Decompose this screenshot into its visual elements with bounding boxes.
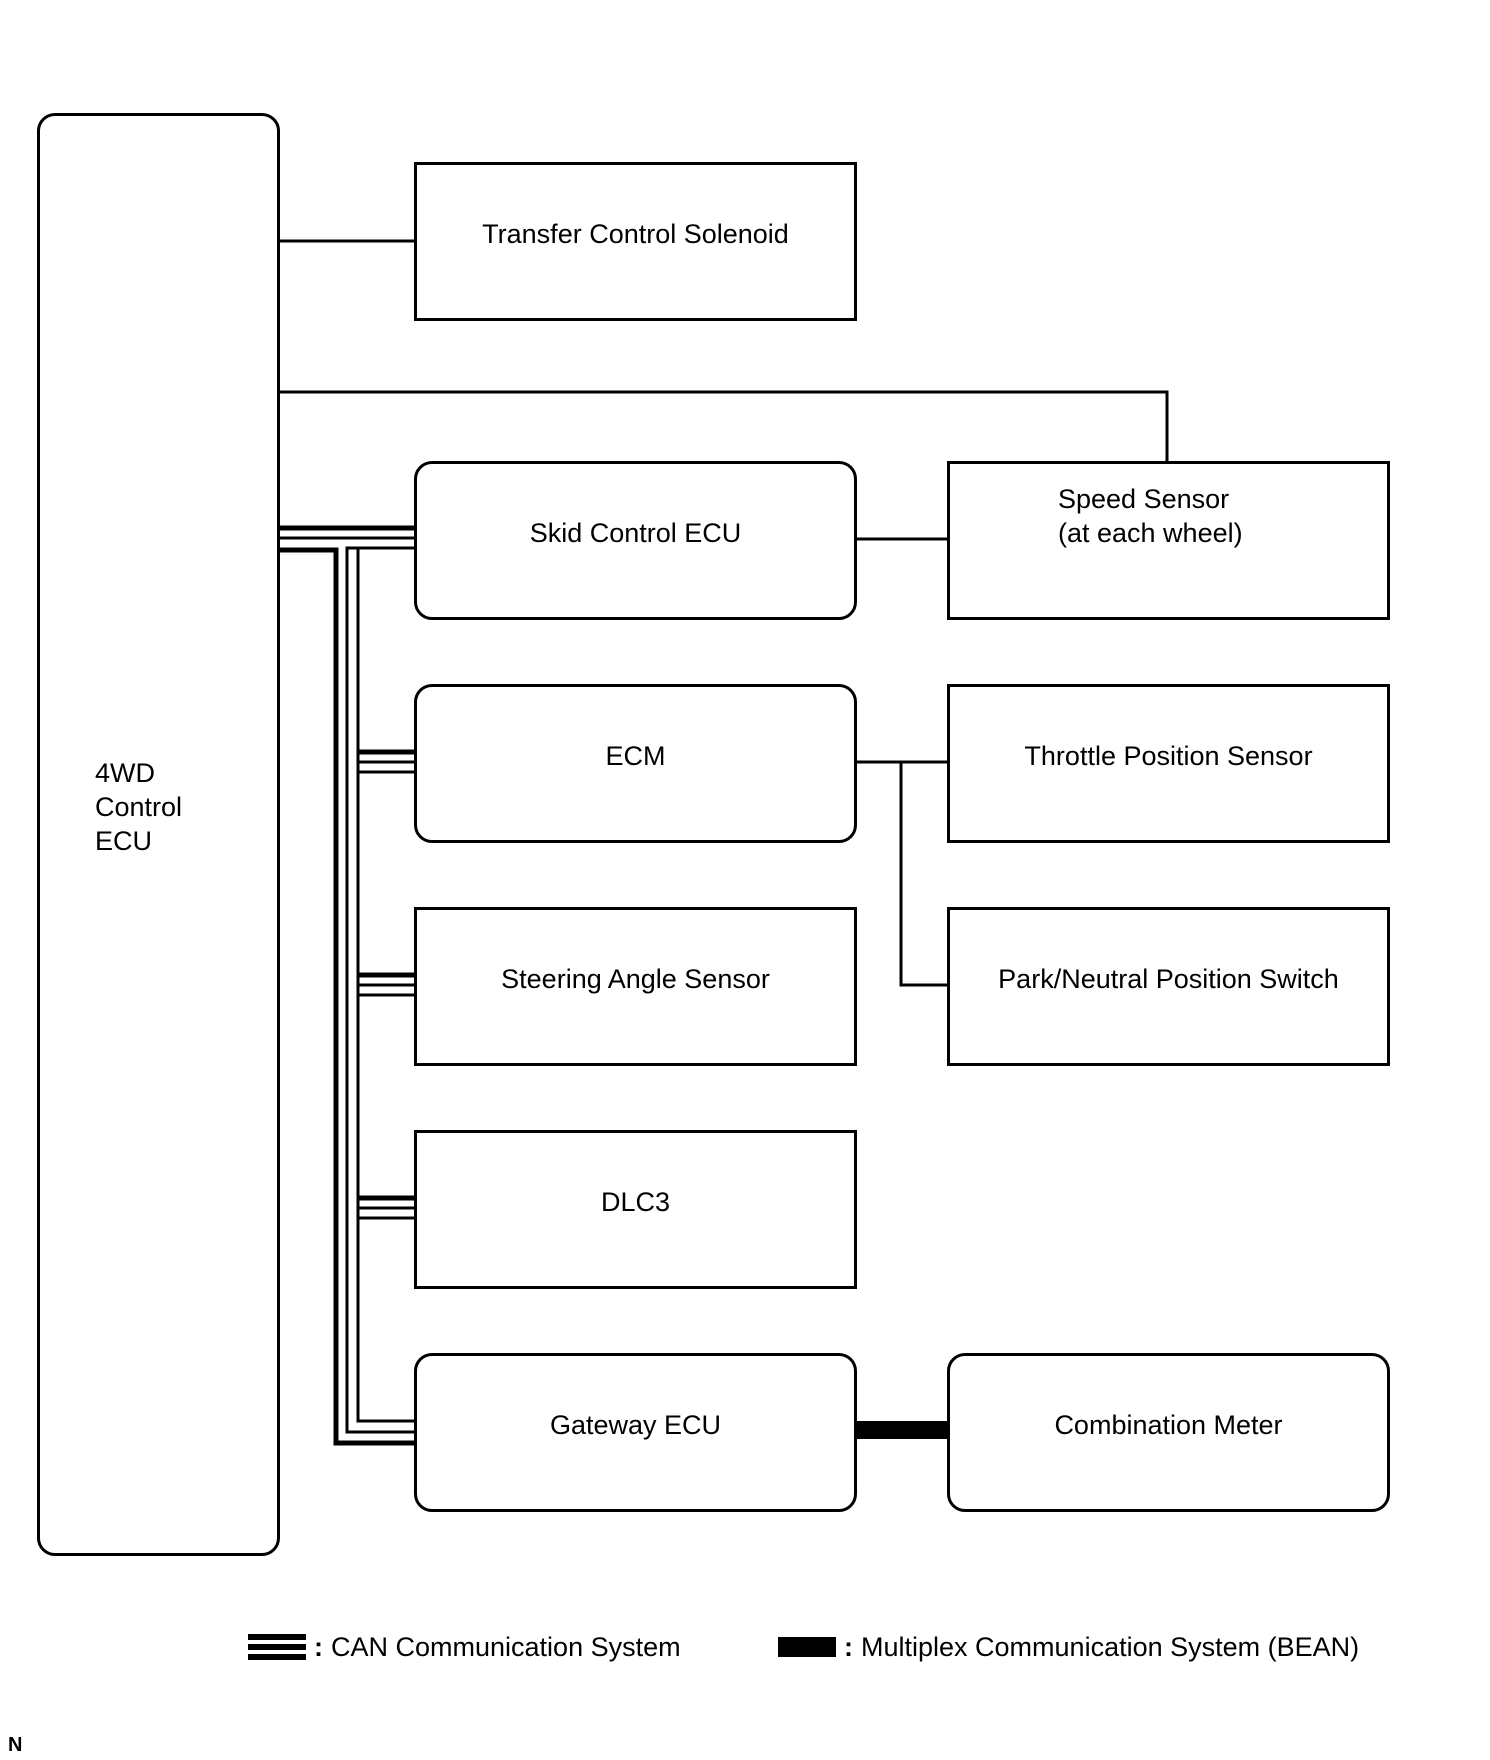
throttle-position-sensor-label: Throttle Position Sensor — [1024, 741, 1313, 771]
ecu-label-line1: 4WD — [95, 758, 155, 788]
combination-meter-label: Combination Meter — [1054, 1410, 1283, 1440]
combination-meter-box: Combination Meter — [947, 1353, 1390, 1512]
bean-swatch-icon — [778, 1637, 836, 1657]
legend-bean-label: Multiplex Communication System (BEAN) — [861, 1632, 1360, 1662]
throttle-position-sensor-box: Throttle Position Sensor — [947, 684, 1390, 843]
ecu-label-line2: Control — [95, 792, 183, 822]
speed-sensor-line1: Speed Sensor — [1058, 484, 1230, 514]
skid-control-ecu-label: Skid Control ECU — [529, 518, 742, 548]
speed-sensor-wire — [277, 390, 1169, 462]
ecm-label: ECM — [605, 741, 666, 771]
speed-sensor-box: Speed Sensor (at each wheel) — [947, 461, 1390, 620]
can-swatch-icon — [248, 1632, 306, 1662]
steering-angle-sensor-box: Steering Angle Sensor — [414, 907, 857, 1066]
ecm-park-neutral-wire — [899, 762, 947, 987]
speed-sensor-label: Speed Sensor (at each wheel) — [1058, 482, 1243, 550]
speed-sensor-line2: (at each wheel) — [1058, 518, 1243, 548]
skid-control-ecu-box: Skid Control ECU — [414, 461, 857, 620]
can-bus — [277, 525, 414, 1446]
park-neutral-switch-label: Park/Neutral Position Switch — [998, 964, 1339, 994]
legend-bean: : Multiplex Communication System (BEAN) — [778, 1630, 1359, 1664]
gateway-ecu-label: Gateway ECU — [549, 1410, 722, 1440]
4wd-control-ecu-label: 4WD Control ECU — [95, 756, 182, 858]
corner-mark: N — [8, 1734, 23, 1756]
legend-can-label: CAN Communication System — [331, 1632, 681, 1662]
4wd-control-ecu-box: 4WD Control ECU — [37, 113, 280, 1556]
transfer-control-solenoid-box: Transfer Control Solenoid — [414, 162, 857, 321]
legend-can-separator: : — [314, 1632, 323, 1662]
ecu-label-line3: ECU — [95, 826, 153, 856]
steering-angle-sensor-label: Steering Angle Sensor — [501, 964, 770, 994]
ecm-box: ECM — [414, 684, 857, 843]
dlc3-box: DLC3 — [414, 1130, 857, 1289]
gateway-ecu-box: Gateway ECU — [414, 1353, 857, 1512]
park-neutral-switch-box: Park/Neutral Position Switch — [947, 907, 1390, 1066]
legend-bean-separator: : — [844, 1632, 853, 1662]
transfer-control-solenoid-label: Transfer Control Solenoid — [482, 219, 789, 249]
dlc3-label: DLC3 — [600, 1187, 671, 1217]
legend-can: : CAN Communication System — [248, 1630, 681, 1664]
bean-bus — [854, 1421, 947, 1439]
